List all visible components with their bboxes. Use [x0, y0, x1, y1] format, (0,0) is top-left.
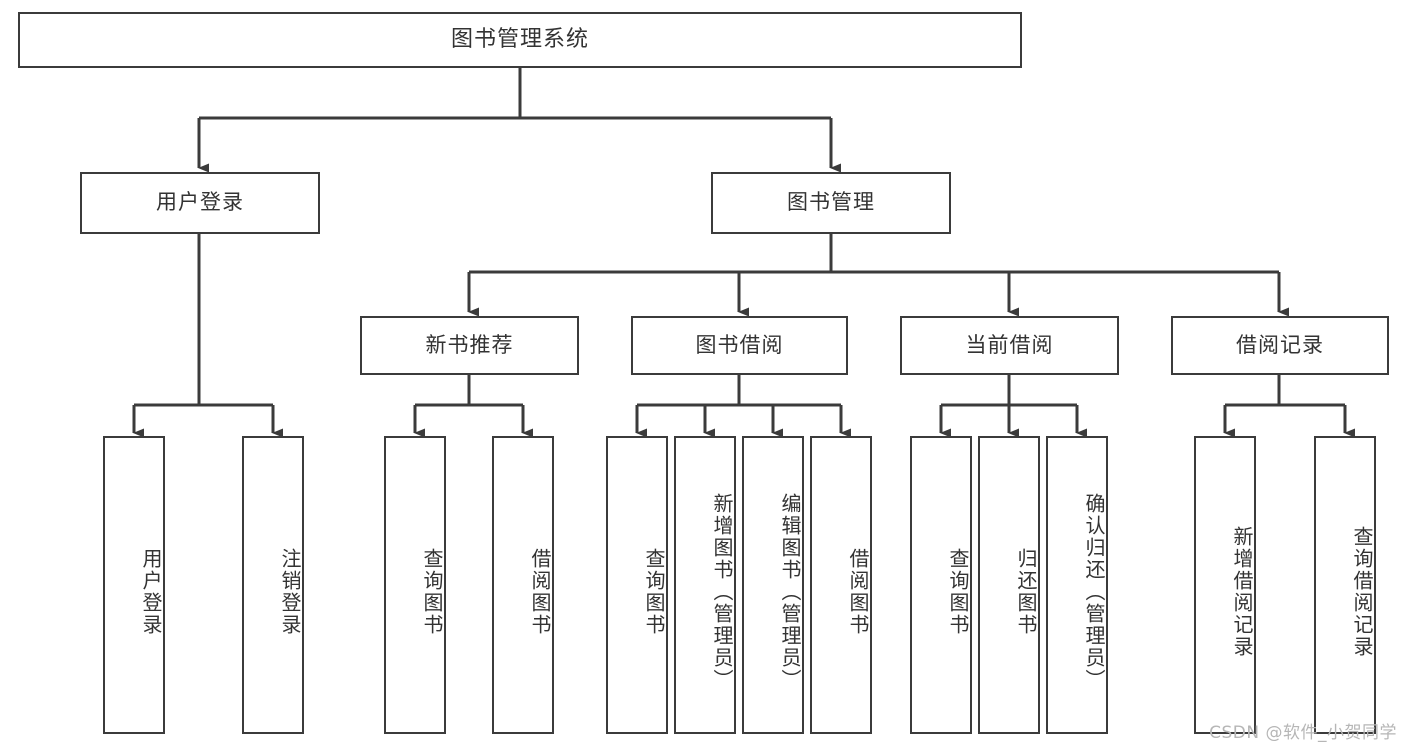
leaf-label: 新增图书（管理员）: [710, 493, 734, 691]
leaf-label: 查询图书: [642, 548, 666, 636]
leaf-user-login-signin[interactable]: 用户登录: [103, 436, 165, 734]
leaf-label: 编辑图书（管理员）: [778, 493, 802, 691]
leaf-label: 查询借阅记录: [1350, 526, 1374, 658]
node-current-borrow[interactable]: 当前借阅: [900, 316, 1119, 375]
leaf-label: 借阅图书: [846, 548, 870, 636]
leaf-label: 注销登录: [278, 548, 302, 636]
leaf-label: 查询图书: [420, 548, 444, 636]
node-root[interactable]: 图书管理系统: [18, 12, 1022, 68]
leaf-borrow-edit-book[interactable]: 编辑图书（管理员）: [742, 436, 804, 734]
leaf-current-return-book[interactable]: 归还图书: [978, 436, 1040, 734]
node-borrow-record[interactable]: 借阅记录: [1171, 316, 1389, 375]
csdn-watermark: CSDN @软件_小贺同学: [1209, 723, 1397, 743]
leaf-new-book-borrow[interactable]: 借阅图书: [492, 436, 554, 734]
node-book-management-label: 图书管理: [787, 190, 875, 215]
node-new-book-recommend-label: 新书推荐: [425, 332, 514, 357]
node-book-borrow[interactable]: 图书借阅: [631, 316, 848, 375]
leaf-label: 确认归还（管理员）: [1082, 493, 1106, 691]
leaf-label: 用户登录: [139, 548, 163, 636]
leaf-label: 新增借阅记录: [1230, 526, 1254, 658]
leaf-borrow-borrow-book[interactable]: 借阅图书: [810, 436, 872, 734]
leaf-user-login-signout[interactable]: 注销登录: [242, 436, 304, 734]
leaf-borrow-add-book[interactable]: 新增图书（管理员）: [674, 436, 736, 734]
leaf-record-add[interactable]: 新增借阅记录: [1194, 436, 1256, 734]
node-book-management[interactable]: 图书管理: [711, 172, 951, 234]
node-root-label: 图书管理系统: [450, 26, 589, 52]
leaf-current-query-book[interactable]: 查询图书: [910, 436, 972, 734]
node-borrow-record-label: 借阅记录: [1236, 332, 1324, 357]
node-user-login[interactable]: 用户登录: [80, 172, 320, 234]
leaf-record-query[interactable]: 查询借阅记录: [1314, 436, 1376, 734]
leaf-label: 借阅图书: [528, 548, 552, 636]
node-book-borrow-label: 图书借阅: [695, 332, 784, 357]
node-user-login-label: 用户登录: [156, 190, 244, 215]
leaf-borrow-query-book[interactable]: 查询图书: [606, 436, 668, 734]
node-current-borrow-label: 当前借阅: [965, 332, 1054, 357]
leaf-current-confirm-return[interactable]: 确认归还（管理员）: [1046, 436, 1108, 734]
leaf-new-book-query[interactable]: 查询图书: [384, 436, 446, 734]
leaf-label: 查询图书: [946, 548, 970, 636]
leaf-label: 归还图书: [1014, 548, 1038, 636]
node-new-book-recommend[interactable]: 新书推荐: [360, 316, 579, 375]
